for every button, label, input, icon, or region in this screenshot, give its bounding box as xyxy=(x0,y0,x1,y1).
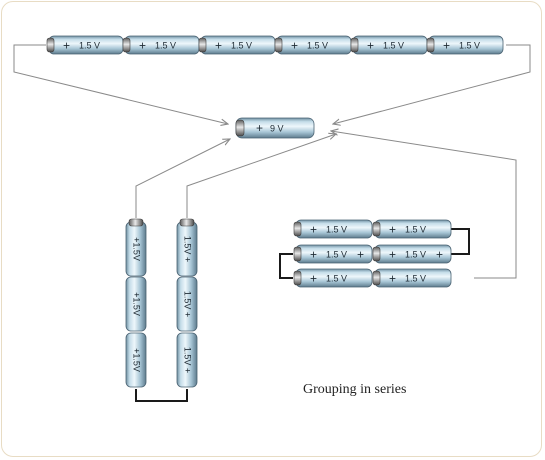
terminal-icon xyxy=(372,270,381,286)
top-cell-5: +1.5 V xyxy=(350,35,428,55)
plus-sign: + xyxy=(215,39,222,53)
left-column-cell-1: +1.5V xyxy=(125,218,147,277)
connector-column-bottom xyxy=(135,389,188,402)
wires xyxy=(13,44,531,279)
cell-label: 1.5 V xyxy=(79,41,100,51)
plus-sign: + xyxy=(63,39,70,53)
plus-sign: + xyxy=(389,272,396,286)
cell-label: 1.5 V xyxy=(231,41,252,51)
vertical-cell-label: +1.5V xyxy=(132,348,142,372)
terminal-icon xyxy=(128,218,144,227)
vertical-cell-label: 1.5V + xyxy=(183,347,193,373)
top-cell-6: +1.5 V xyxy=(426,35,504,55)
right-column-cell-2-body xyxy=(176,276,198,332)
plus-sign: + xyxy=(310,272,317,286)
right-column-cell-3: 1.5V + xyxy=(176,332,198,388)
terminal-icon xyxy=(426,37,435,53)
vertical-cell-label: +1.5V xyxy=(132,292,142,316)
terminal-icon xyxy=(46,37,55,53)
right-column-cell-1: 1.5V + xyxy=(176,218,198,277)
wire-left-column xyxy=(135,139,230,218)
terminal-icon xyxy=(274,37,283,53)
grid-battery-group: +1.5 V+1.5 V+1.5 V++1.5 V++1.5 V+1.5 V xyxy=(293,219,452,288)
cell-label: 1.5 V xyxy=(383,41,404,51)
grid-cell-r3-c2: +1.5 V xyxy=(372,268,452,288)
top-cell-4: +1.5 V xyxy=(274,35,352,55)
grid-cell-r2-c2: +1.5 V + xyxy=(372,244,452,264)
top-cell-3: +1.5 V xyxy=(198,35,276,55)
vertical-cell-label: +1.5V xyxy=(132,237,142,261)
grid-cell-r1-c1: +1.5 V xyxy=(293,219,373,239)
terminal-icon xyxy=(179,218,195,227)
terminal-icon xyxy=(350,37,359,53)
cell-label: 1.5 V xyxy=(326,274,347,284)
terminal-icon xyxy=(198,37,207,53)
wire-top-left xyxy=(13,44,228,124)
cell-label: 1.5 V xyxy=(307,41,328,51)
plus-sign: + xyxy=(389,223,396,237)
top-cell-2: +1.5 V xyxy=(122,35,200,55)
top-cell-1: +1.5 V xyxy=(46,35,124,55)
terminal-icon xyxy=(293,221,302,237)
wire-right-column xyxy=(186,134,336,218)
terminal-icon xyxy=(372,221,381,237)
vertical-cell-label: 1.5V + xyxy=(183,291,193,317)
terminal-icon xyxy=(293,270,302,286)
top-battery-row: +1.5 V+1.5 V+1.5 V+1.5 V+1.5 V+1.5 V xyxy=(46,35,504,55)
left-column-cell-2-body xyxy=(125,276,147,332)
cell-label: 1.5 V xyxy=(155,41,176,51)
grid-cell-r3-c1: +1.5 V xyxy=(293,268,373,288)
vertical-battery-columns: +1.5V 1.5V + +1.5V 1.5V + +1.5V 1.5V + xyxy=(125,218,198,388)
cell-label: 1.5 V xyxy=(326,250,347,260)
cell-label: 1.5 V xyxy=(405,250,426,260)
plus-sign: + xyxy=(310,223,317,237)
nine-volt-terminal-icon xyxy=(235,119,245,137)
plus-sign: + xyxy=(139,39,146,53)
wire-top-right xyxy=(333,44,531,124)
terminal-icon xyxy=(293,246,302,262)
plus-sign: + xyxy=(389,248,396,262)
vertical-cell-label: 1.5V + xyxy=(183,236,193,262)
plus-sign: + xyxy=(310,248,317,262)
cell-label: 1.5 V xyxy=(459,41,480,51)
grid-cell-r2-c1: +1.5 V + xyxy=(293,244,373,264)
cell-label: 1.5 V xyxy=(405,274,426,284)
right-column-cell-3-body xyxy=(176,332,198,388)
cell-label: 1.5 V xyxy=(326,225,347,235)
nine-volt-battery: + 9 V xyxy=(235,117,315,139)
plus-sign: + xyxy=(291,39,298,53)
trailing-plus-sign: + xyxy=(436,248,443,262)
connector-grid-left xyxy=(279,253,293,279)
left-column-cell-3: +1.5V xyxy=(125,332,147,388)
wire-grid-group xyxy=(331,131,517,279)
series-connectors xyxy=(135,228,470,402)
left-column-cell-3-body xyxy=(125,332,147,388)
terminal-icon xyxy=(372,246,381,262)
plus-sign: + xyxy=(367,39,374,53)
nine-volt-label: 9 V xyxy=(270,124,284,134)
connector-grid-right xyxy=(450,228,470,255)
trailing-plus-sign: + xyxy=(357,248,364,262)
grid-cell-r1-c2: +1.5 V xyxy=(372,219,452,239)
left-column-cell-2: +1.5V xyxy=(125,276,147,332)
nine-volt-plus: + xyxy=(256,121,263,135)
right-column-cell-2: 1.5V + xyxy=(176,276,198,332)
cell-label: 1.5 V xyxy=(405,225,426,235)
terminal-icon xyxy=(122,37,131,53)
plus-sign: + xyxy=(443,39,450,53)
diagram-caption: Grouping in series xyxy=(303,382,406,397)
